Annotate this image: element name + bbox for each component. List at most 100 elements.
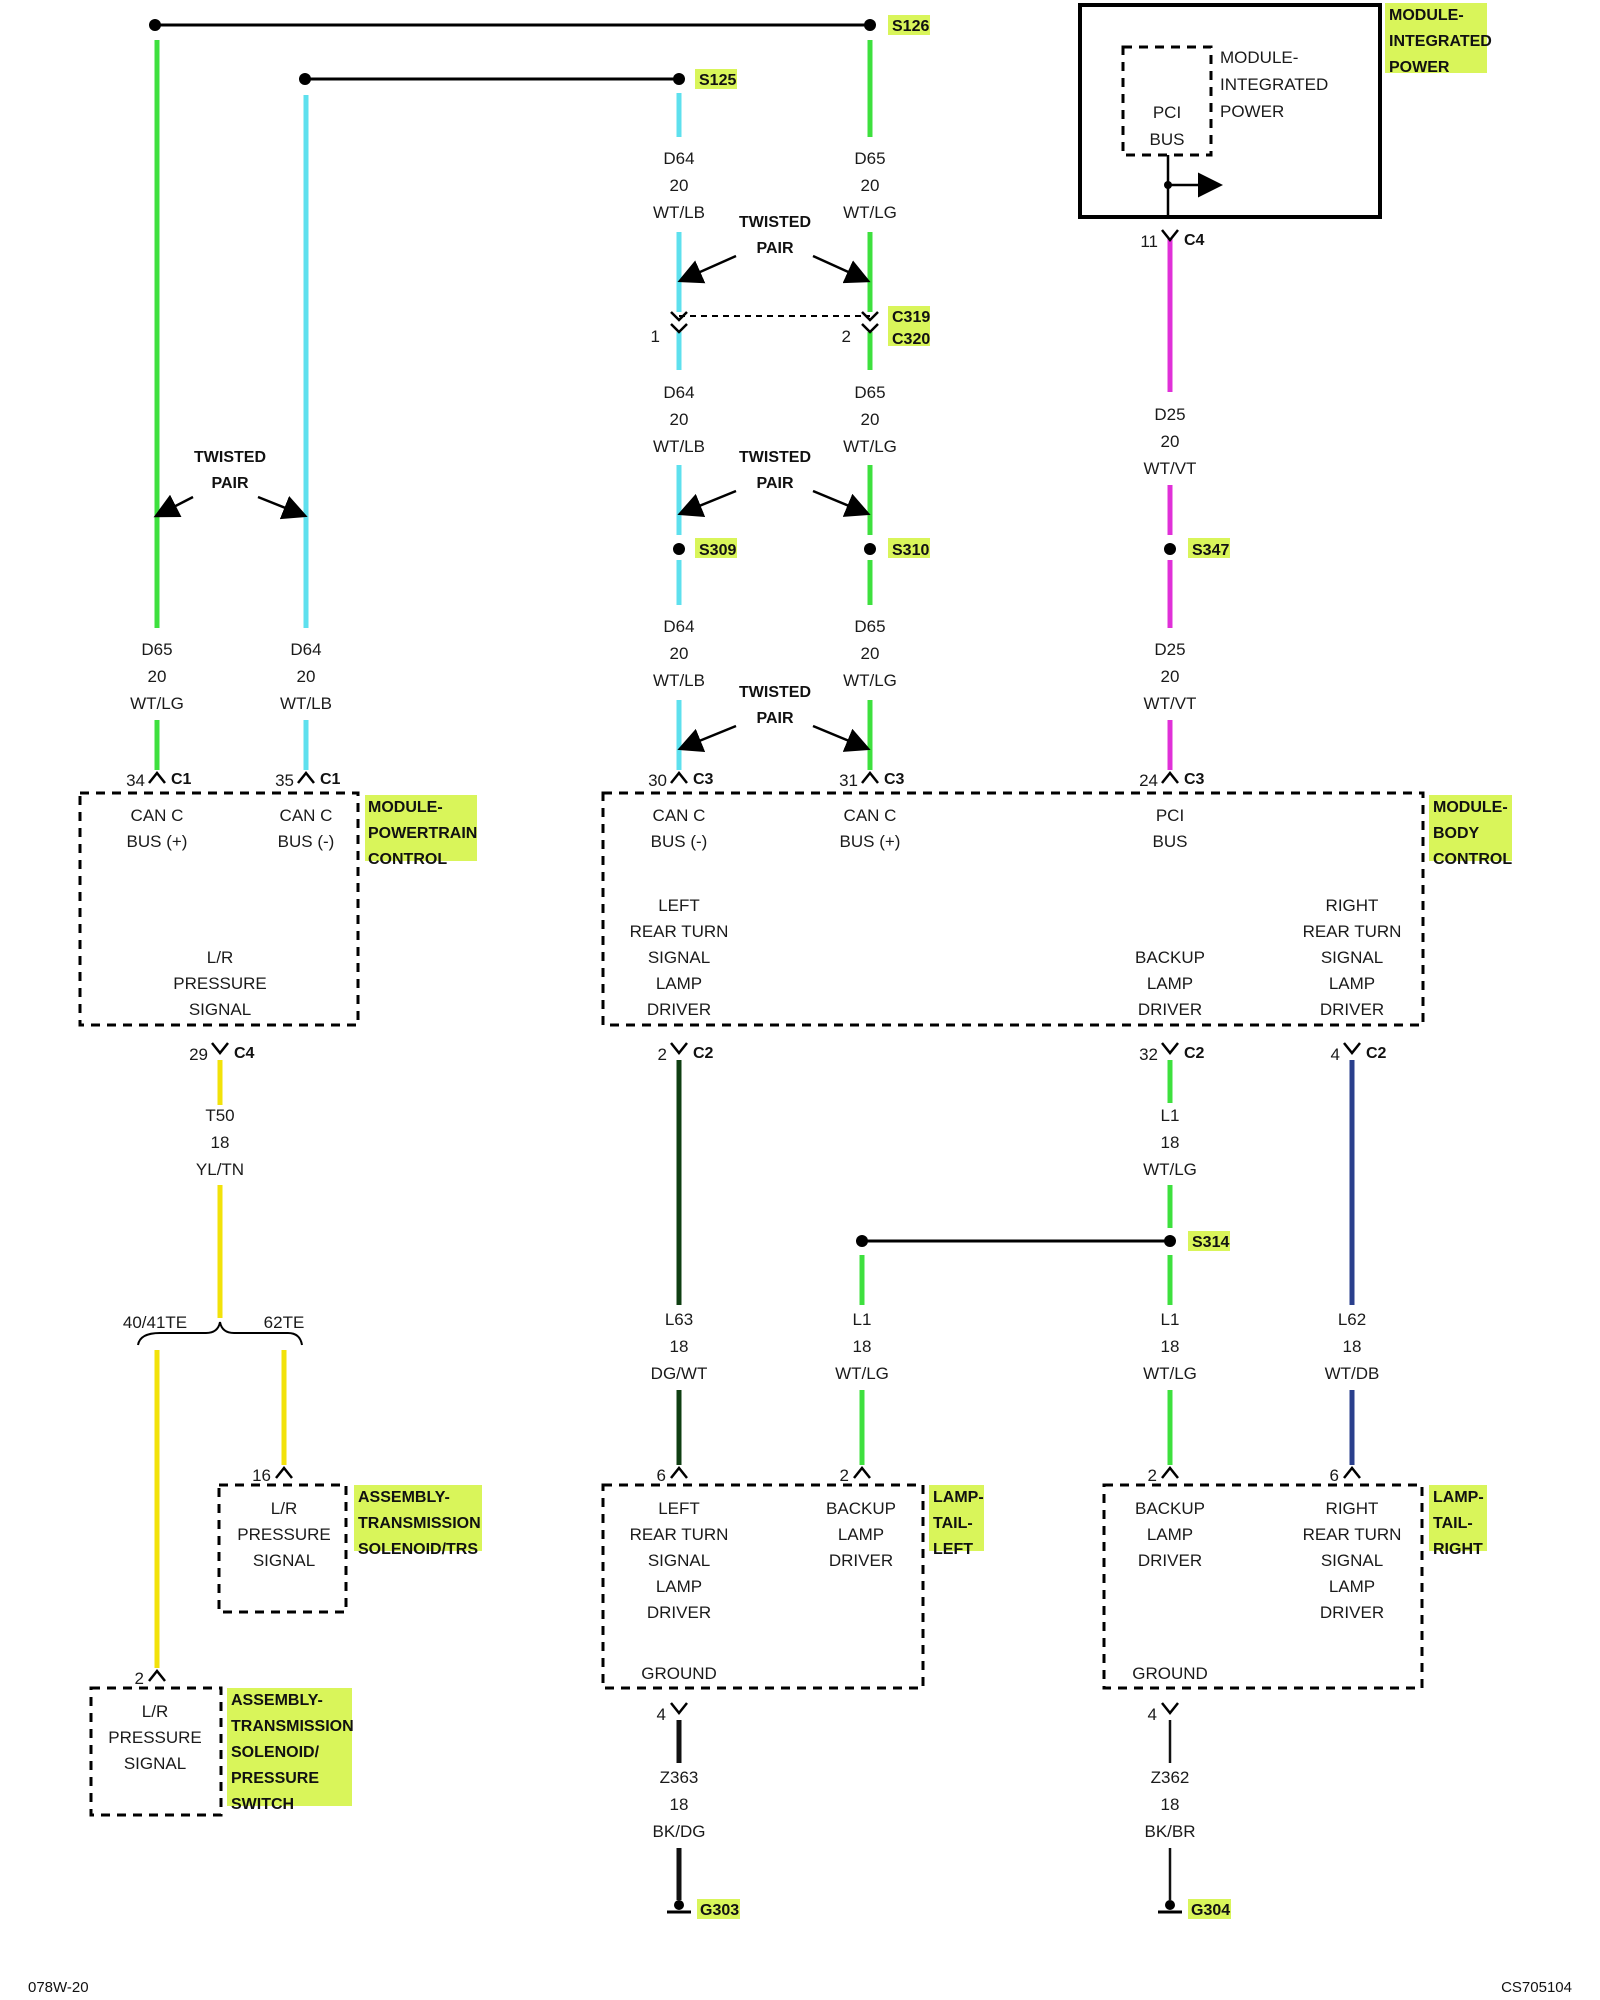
- connector-symbol: [1161, 1042, 1179, 1056]
- ground-label: G303: [700, 1902, 739, 1919]
- pin-label: BUS: [1153, 832, 1188, 851]
- module-title: SOLENOID/TRS: [358, 1541, 478, 1558]
- pin-label: LAMP: [1147, 974, 1193, 993]
- hl-bg: [227, 1688, 352, 1806]
- module-inner-label: INTEGRATED: [1220, 75, 1328, 94]
- wire-code: D64: [663, 383, 694, 402]
- module-title: SOLENOID/: [231, 1744, 320, 1761]
- module-title: CONTROL: [368, 851, 447, 868]
- hl-bg: [888, 538, 930, 558]
- splice-dot-s125: [673, 73, 685, 85]
- module-inner-label: MODULE-: [1220, 48, 1298, 67]
- pin-number: 24: [1139, 771, 1158, 790]
- hl-bg: [888, 306, 930, 346]
- wire-code: 18: [853, 1337, 872, 1356]
- splice-label: S310: [892, 542, 929, 559]
- splice-dot-s309: [673, 543, 685, 555]
- hl-bg: [365, 795, 477, 861]
- wire-code: D64: [290, 640, 321, 659]
- module-title: LAMP-: [1433, 1489, 1484, 1506]
- wire-code: WT/VT: [1144, 694, 1197, 713]
- pin-label: L/R: [142, 1702, 168, 1721]
- wire-code: 20: [1161, 432, 1180, 451]
- wire-code: WT/VT: [1144, 459, 1197, 478]
- wire-code: WT/LG: [130, 694, 184, 713]
- pin-label: DRIVER: [1320, 1000, 1384, 1019]
- connector-symbol: [148, 770, 166, 784]
- pin-number: 4: [1331, 1045, 1340, 1064]
- pin-label: SIGNAL: [1321, 948, 1383, 967]
- connector-symbol: [1161, 1465, 1179, 1479]
- module-integrated-power-box: [1078, 3, 1382, 219]
- pin-label: SIGNAL: [1321, 1551, 1383, 1570]
- connector-symbol: [275, 1465, 293, 1479]
- connector-symbol: [670, 770, 688, 784]
- wire-code: 18: [211, 1133, 230, 1152]
- pin-number: 32: [1139, 1045, 1158, 1064]
- pin-number: 1: [651, 327, 660, 346]
- pin-label: L/R: [207, 948, 233, 967]
- splice-label: S125: [699, 72, 736, 89]
- pin-number: 4: [657, 1705, 666, 1724]
- connector-label: C319: [892, 309, 930, 326]
- wire-code: 20: [1161, 667, 1180, 686]
- module-title: MODULE-: [1389, 7, 1464, 24]
- pin-label: BUS: [1150, 130, 1185, 149]
- module-title: INTEGRATED: [1389, 33, 1492, 50]
- wire-code: WT/LB: [653, 437, 705, 456]
- wire-code: D25: [1154, 405, 1185, 424]
- connector-symbol: [1343, 1465, 1361, 1479]
- twisted-arrow: [812, 489, 871, 517]
- pin-label: DRIVER: [1138, 1551, 1202, 1570]
- wire-code: 20: [670, 410, 689, 429]
- connector-symbol: [861, 770, 879, 784]
- pin-label: PRESSURE: [173, 974, 267, 993]
- hl-bg: [1429, 1485, 1487, 1551]
- wire-code: 18: [1343, 1337, 1362, 1356]
- splice-dot-s314: [1164, 1235, 1176, 1247]
- connector-symbol: [1343, 1042, 1361, 1056]
- module-title: MODULE-: [368, 799, 443, 816]
- tail-left-box: [601, 1483, 925, 1690]
- twisted-arrow: [677, 489, 737, 518]
- pin-label: CAN C: [844, 806, 897, 825]
- module-inner-label: POWER: [1220, 102, 1284, 121]
- splice-label: S309: [699, 542, 736, 559]
- module-title: TAIL-: [1433, 1515, 1473, 1532]
- pin-number: 34: [126, 771, 145, 790]
- pin-number: 4: [1148, 1705, 1157, 1724]
- wire-code: 18: [670, 1795, 689, 1814]
- pin-label: REAR TURN: [1303, 922, 1402, 941]
- variant-label: 62TE: [264, 1313, 305, 1332]
- pin-label: SIGNAL: [189, 1000, 251, 1019]
- splice-label: S314: [1192, 1234, 1229, 1251]
- module-title: BODY: [1433, 825, 1480, 842]
- splice-dot: [856, 1235, 868, 1247]
- hl-bg: [1188, 538, 1230, 558]
- pin-label: SIGNAL: [648, 948, 710, 967]
- tail-right-box: [1102, 1483, 1424, 1690]
- twisted-arrow: [677, 254, 737, 284]
- twisted-arrow: [257, 495, 308, 520]
- wire-code: L63: [665, 1310, 693, 1329]
- pin-label: RIGHT: [1326, 1499, 1379, 1518]
- variant-brace: [137, 1321, 303, 1346]
- wire-code: WT/DB: [1325, 1364, 1380, 1383]
- twisted-pair-label: TWISTED: [739, 449, 811, 466]
- ground-node: [674, 1900, 684, 1910]
- module-title: LEFT: [933, 1541, 973, 1558]
- connector-label: C2: [1184, 1045, 1205, 1062]
- wire-code: L62: [1338, 1310, 1366, 1329]
- wire-code: L1: [853, 1310, 872, 1329]
- splice-dot: [149, 19, 161, 31]
- connector-label: C1: [320, 771, 341, 788]
- wire-code: WT/LB: [280, 694, 332, 713]
- wire-code: BK/DG: [653, 1822, 706, 1841]
- pin-label: LAMP: [838, 1525, 884, 1544]
- connector-symbol: [1161, 1702, 1179, 1716]
- hl-bg: [697, 1899, 740, 1919]
- wire-code: WT/LB: [653, 203, 705, 222]
- connector-symbol: [1161, 229, 1179, 243]
- module-title: TAIL-: [933, 1515, 973, 1532]
- wire-code: D65: [141, 640, 172, 659]
